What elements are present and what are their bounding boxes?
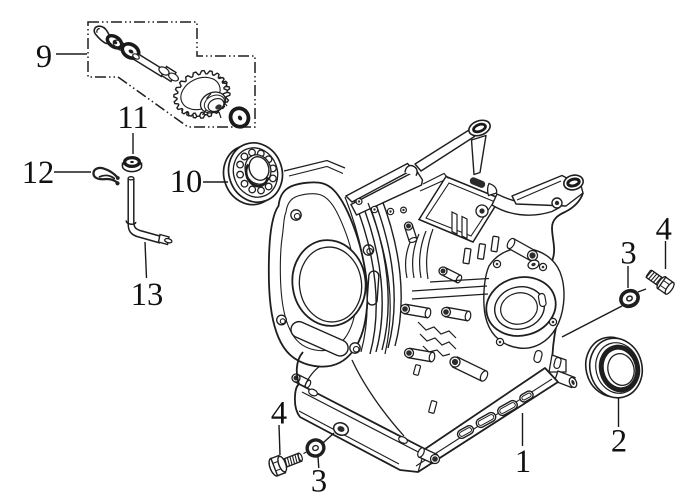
svg-text:9: 9: [36, 39, 52, 75]
svg-text:3: 3: [311, 463, 327, 499]
svg-text:4: 4: [656, 211, 672, 247]
svg-text:11: 11: [117, 100, 148, 136]
svg-text:1: 1: [515, 444, 531, 480]
svg-text:3: 3: [620, 235, 636, 271]
svg-text:13: 13: [131, 277, 164, 313]
svg-text:12: 12: [22, 155, 55, 191]
svg-text:2: 2: [611, 423, 627, 459]
svg-text:4: 4: [271, 395, 287, 431]
svg-text:10: 10: [170, 164, 203, 200]
